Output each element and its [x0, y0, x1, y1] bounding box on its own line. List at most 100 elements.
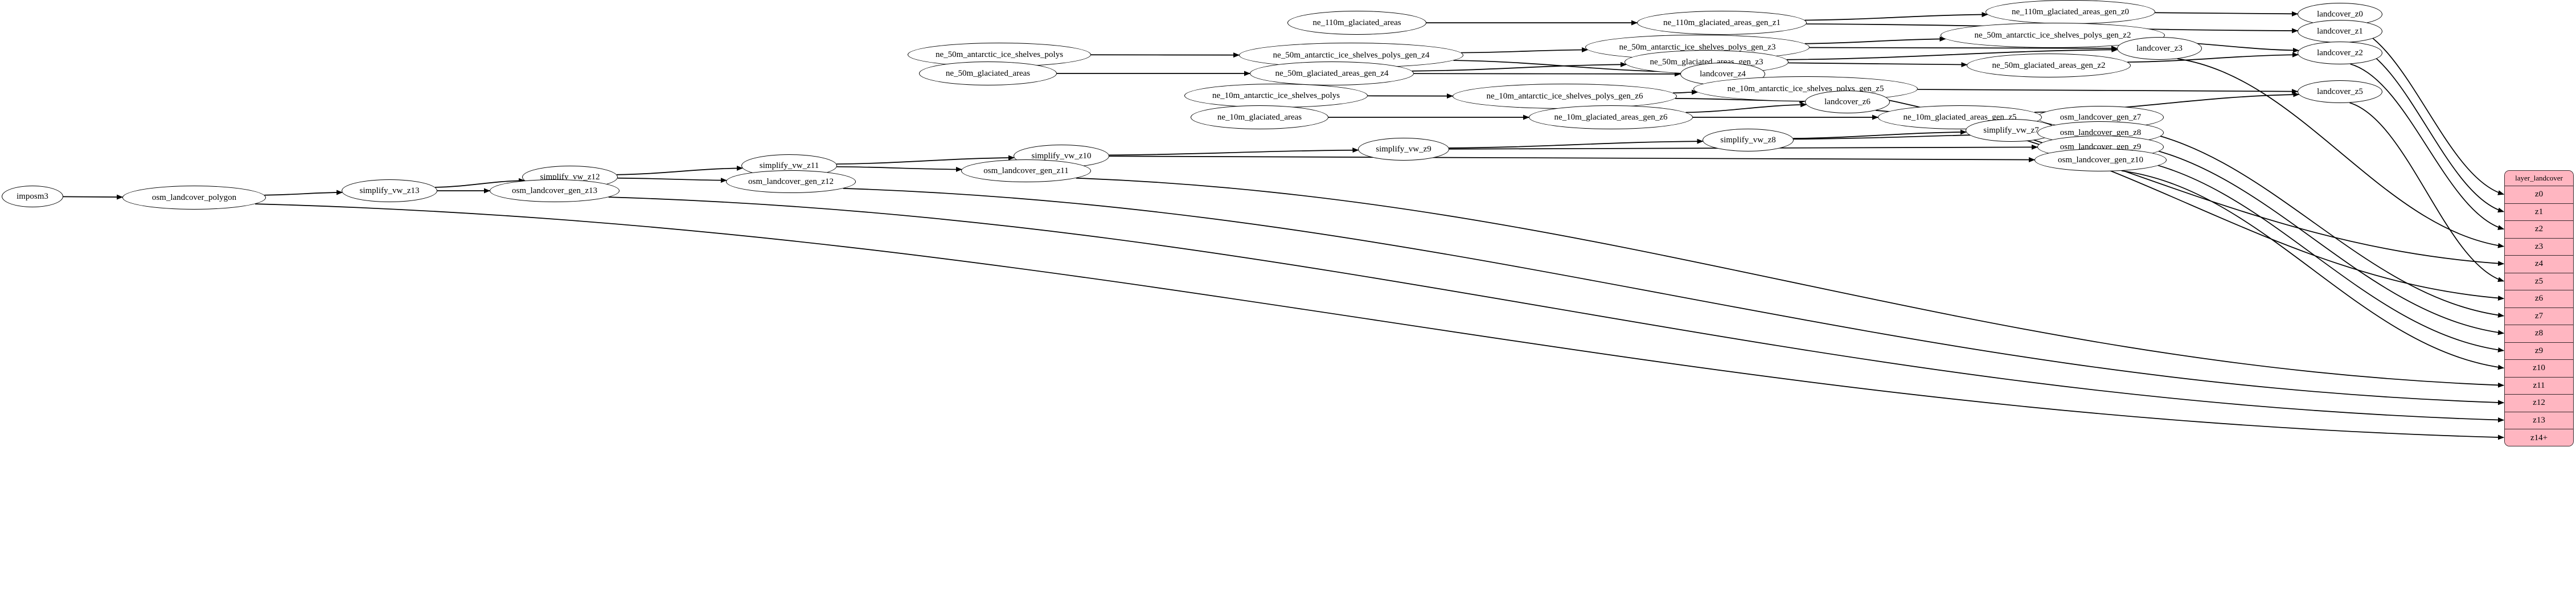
graph-edge — [1076, 177, 2504, 388]
graph-edge — [1109, 155, 2036, 163]
graph-edge — [2350, 63, 2504, 230]
graph-node-ne_10m_antarctic_ice_shelves_polys[interactable]: ne_10m_antarctic_ice_shelves_polys — [1184, 84, 1368, 108]
graph-node-label: landcover_z3 — [2136, 43, 2183, 53]
layer-landcover-table-header: layer_landcover — [2505, 171, 2573, 186]
graph-node-label: ne_10m_antarctic_ice_shelves_polys_gen_z… — [1486, 91, 1643, 101]
graph-edge — [1809, 46, 2118, 51]
graph-node-label: landcover_z4 — [1700, 69, 1746, 79]
graph-edge — [1788, 62, 1968, 68]
graph-node-osm_landcover_gen_z13[interactable]: osm_landcover_gen_z13 — [490, 179, 620, 202]
graph-node-label: simplify_vw_z10 — [1031, 151, 1092, 161]
graph-node-label: imposm3 — [17, 191, 48, 201]
graph-edge — [1412, 61, 1627, 72]
layer-landcover-row-z1[interactable]: z1 — [2505, 203, 2573, 221]
layer-landcover-row-z4[interactable]: z4 — [2505, 256, 2573, 273]
graph-node-ne_50m_glaciated_areas_gen_z2[interactable]: ne_50m_glaciated_areas_gen_z2 — [1967, 54, 2131, 77]
graph-node-label: simplify_vw_z9 — [1376, 144, 1431, 154]
graph-node-label: landcover_z0 — [2317, 9, 2363, 19]
graph-edge — [2127, 52, 2299, 63]
graph-node-landcover_z1[interactable]: landcover_z1 — [2298, 20, 2382, 43]
layer-landcover-row-z9[interactable]: z9 — [2505, 342, 2573, 360]
graph-node-label: ne_50m_glaciated_areas — [945, 68, 1031, 78]
graph-node-label: ne_50m_glaciated_areas_gen_z2 — [1992, 60, 2106, 70]
graph-node-label: ne_50m_antarctic_ice_shelves_polys_gen_z… — [1974, 30, 2131, 40]
graph-node-simplify_vw_z8[interactable]: simplify_vw_z8 — [1703, 129, 1794, 151]
graph-node-label: landcover_z6 — [1824, 97, 1871, 106]
graph-node-landcover_z3[interactable]: landcover_z3 — [2117, 37, 2202, 60]
graph-node-label: ne_110m_glaciated_areas — [1312, 18, 1401, 27]
graph-edge — [63, 194, 124, 200]
graph-edge — [2349, 42, 2504, 213]
graph-edge — [1413, 71, 1681, 77]
graph-node-label: simplify_vw_z11 — [759, 161, 819, 170]
graph-node-ne_10m_antarctic_ice_shelves_polys_gen_z5[interactable]: ne_10m_antarctic_ice_shelves_polys_gen_z… — [1693, 76, 1918, 101]
graph-edge — [843, 188, 2504, 405]
graph-edge — [1917, 89, 2299, 95]
layer-landcover-row-z8[interactable]: z8 — [2505, 325, 2573, 343]
graph-node-ne_110m_glaciated_areas_gen_z1[interactable]: ne_110m_glaciated_areas_gen_z1 — [1637, 11, 1807, 35]
graph-node-ne_10m_antarctic_ice_shelves_polys_gen_z6[interactable]: ne_10m_antarctic_ice_shelves_polys_gen_z… — [1453, 84, 1677, 109]
graph-edge — [1685, 102, 1807, 113]
graph-node-label: osm_landcover_gen_z11 — [983, 166, 1069, 175]
graph-node-osm_landcover_gen_z12[interactable]: osm_landcover_gen_z12 — [726, 170, 856, 193]
graph-node-label: ne_10m_glaciated_areas — [1217, 112, 1302, 122]
graph-edge — [255, 203, 2504, 440]
graph-node-label: ne_10m_antarctic_ice_shelves_polys — [1212, 91, 1340, 100]
layer-landcover-row-z12[interactable]: z12 — [2505, 395, 2573, 412]
graph-node-landcover_z6[interactable]: landcover_z6 — [1805, 91, 1890, 113]
graph-node-label: osm_landcover_polygon — [151, 192, 237, 202]
graph-edge — [1793, 129, 1967, 139]
graph-node-landcover_z2[interactable]: landcover_z2 — [2298, 42, 2382, 64]
graph-node-label: osm_landcover_gen_z13 — [512, 186, 597, 195]
graph-node-ne_10m_glaciated_areas_gen_z6[interactable]: ne_10m_glaciated_areas_gen_z6 — [1529, 105, 1693, 129]
graph-edge — [836, 166, 962, 172]
graph-node-label: osm_landcover_gen_z10 — [2058, 155, 2143, 165]
graph-edge — [608, 196, 2504, 423]
graph-node-label: ne_110m_glaciated_areas_gen_z1 — [1663, 18, 1781, 27]
graph-node-label: ne_10m_glaciated_areas_gen_z5 — [1903, 112, 2017, 122]
layer-landcover-row-z11[interactable]: z11 — [2505, 377, 2573, 395]
graph-node-simplify_vw_z9[interactable]: simplify_vw_z9 — [1358, 138, 1449, 161]
layer-landcover-row-z0[interactable]: z0 — [2505, 186, 2573, 204]
graph-node-ne_50m_glaciated_areas[interactable]: ne_50m_glaciated_areas — [919, 61, 1057, 85]
layer-landcover-row-z13[interactable]: z13 — [2505, 412, 2573, 429]
layer-landcover-row-z6[interactable]: z6 — [2505, 290, 2573, 308]
layer-landcover-row-z2[interactable]: z2 — [2505, 221, 2573, 239]
graph-node-osm_landcover_gen_z11[interactable]: osm_landcover_gen_z11 — [961, 159, 1091, 182]
layer-landcover-row-z10[interactable]: z10 — [2505, 360, 2573, 378]
graph-node-simplify_vw_z13[interactable]: simplify_vw_z13 — [342, 179, 437, 202]
graph-edge — [2122, 127, 2504, 318]
graph-node-ne_110m_glaciated_areas[interactable]: ne_110m_glaciated_areas — [1287, 11, 1426, 35]
graph-edge — [2122, 142, 2504, 335]
graph-node-ne_10m_glaciated_areas[interactable]: ne_10m_glaciated_areas — [1191, 105, 1328, 129]
graph-node-ne_110m_glaciated_areas_gen_z0[interactable]: ne_110m_glaciated_areas_gen_z0 — [1986, 0, 2155, 24]
graph-node-osm_landcover_gen_z10[interactable]: osm_landcover_gen_z10 — [2034, 149, 2167, 171]
layer-landcover-row-z7[interactable]: z7 — [2505, 307, 2573, 325]
graph-node-ne_50m_glaciated_areas_gen_z4[interactable]: ne_50m_glaciated_areas_gen_z4 — [1250, 61, 1414, 85]
layer-landcover-row-z5[interactable]: z5 — [2505, 273, 2573, 290]
graph-edge — [2122, 157, 2504, 352]
graph-edge — [2155, 11, 2299, 17]
layer-landcover-row-z3[interactable]: z3 — [2505, 238, 2573, 256]
graph-node-imposm3[interactable]: imposm3 — [2, 186, 63, 207]
graph-edge — [1787, 47, 2118, 60]
graph-edge — [1804, 12, 1988, 21]
graph-node-simplify_vw_z7[interactable]: simplify_vw_z7 — [1966, 119, 2057, 142]
layer-landcover-row-z14+[interactable]: z14+ — [2505, 429, 2573, 446]
graph-node-label: landcover_z2 — [2317, 48, 2363, 58]
graph-edge — [617, 177, 727, 183]
graph-node-label: landcover_z5 — [2317, 87, 2363, 96]
graph-node-label: ne_50m_antarctic_ice_shelves_polys — [935, 50, 1064, 59]
graph-node-label: ne_50m_glaciated_areas_gen_z4 — [1275, 68, 1389, 78]
graph-node-label: simplify_vw_z13 — [359, 186, 420, 195]
graph-node-label: ne_50m_antarctic_ice_shelves_polys_gen_z… — [1273, 50, 1430, 60]
graph-node-label: osm_landcover_gen_z12 — [748, 177, 834, 186]
graph-node-label: ne_110m_glaciated_areas_gen_z0 — [2011, 7, 2130, 17]
graph-edge — [1672, 89, 1699, 95]
graph-edge — [435, 178, 525, 188]
graph-node-landcover_z5[interactable]: landcover_z5 — [2298, 80, 2382, 103]
graph-node-landcover_z0[interactable]: landcover_z0 — [2298, 3, 2382, 26]
graph-node-osm_landcover_polygon[interactable]: osm_landcover_polygon — [122, 186, 266, 210]
